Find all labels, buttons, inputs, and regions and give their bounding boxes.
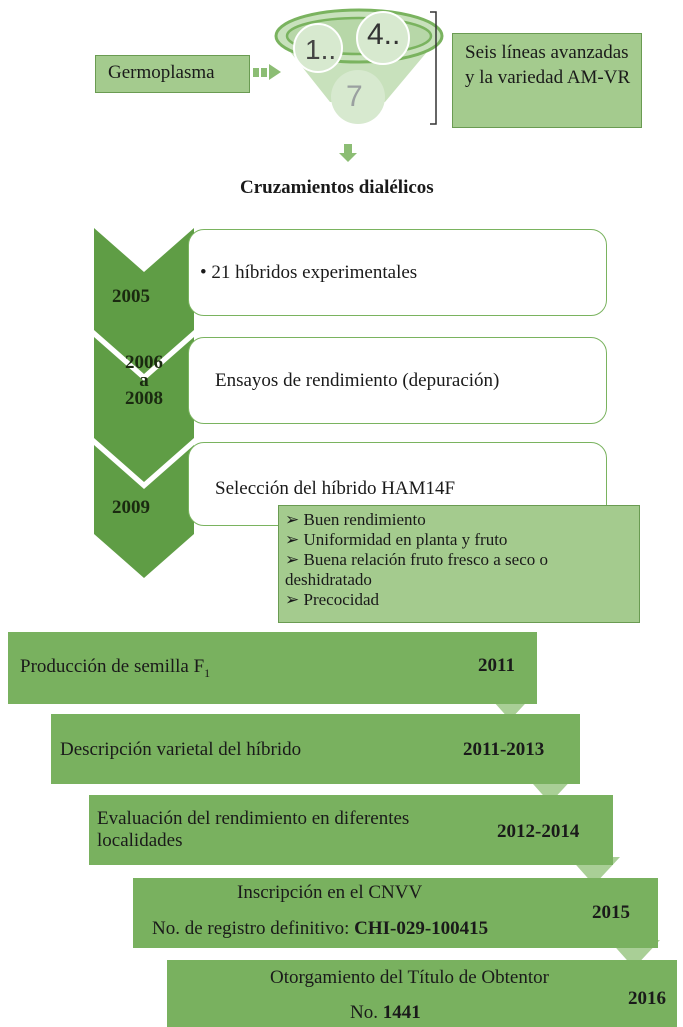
diagram-title: Cruzamientos dialélicos [240,177,434,198]
chevron-2005 [94,228,194,374]
stage-text-2009: Selección del híbrido HAM14F [215,478,456,499]
step-year-2012-2014: 2012-2014 [497,821,580,842]
lines-box [452,33,642,128]
stage-box-2006 [188,337,607,424]
arrow-down-icon [339,144,357,162]
criteria-item: ➢ Buena relación fruto fresco a seco o d… [285,550,548,589]
criteria-item: ➢ Uniformidad en planta y fruto [285,530,508,549]
arrow-right-icon [253,64,281,80]
bracket-icon [430,11,437,125]
stage-text-2006: Ensayos de rendimiento (depuración) [215,370,500,391]
criteria-item: ➢ Buen rendimiento [285,510,426,529]
stage-year-2006: 2006 a 2008 [125,352,163,409]
selection-criteria-box: ➢ Buen rendimiento ➢ Uniformidad en plan… [278,505,640,623]
step-bar-2016 [167,960,677,1027]
germplasm-box [95,55,250,93]
step-text-2011-2013: Descripción varietal del híbrido [60,739,302,760]
stage-year-2009: 2009 [112,497,150,518]
step-year-2016: 2016 [628,988,666,1009]
step-year-2011-2013: 2011-2013 [463,739,545,760]
step-bar-2015 [133,878,658,948]
step-text-2015-line1: Inscripción en el CNVV [237,882,423,903]
step-bar-2011-2013 [51,714,580,784]
step-text-2016-line2: No. 1441 [350,1002,421,1023]
stage-year-2005: 2005 [112,286,150,307]
step-text-2012-2014: Evaluación del rendimiento en diferentes… [97,808,410,851]
chevron-2006 [94,337,194,482]
funnel-number-1: 1.. [305,34,337,65]
step-year-2015: 2015 [592,902,630,923]
germplasm-label: Germoplasma [108,62,215,83]
step-text-2011: Producción de semilla F1 [20,656,211,680]
step-text-2015-line2: No. de registro definitivo: CHI-029-1004… [152,918,489,939]
step-year-2011: 2011 [478,655,515,676]
step-bar-2012-2014 [89,795,613,865]
step-text-2016-line1: Otorgamiento del Título de Obtentor [270,967,549,988]
step-bar-2011 [8,632,537,704]
lines-box-text: Seis líneas avanzadas y la variedad AM-V… [465,42,631,88]
criteria-item: ➢ Precocidad [285,590,380,609]
funnel-number-4: 4.. [367,18,401,51]
funnel-icon [274,8,444,124]
stage-text-2005: • 21 híbridos experimentales [200,262,418,283]
chevron-2009 [94,445,194,578]
stage-box-2005 [188,229,607,316]
funnel-number-7: 7 [346,80,363,113]
